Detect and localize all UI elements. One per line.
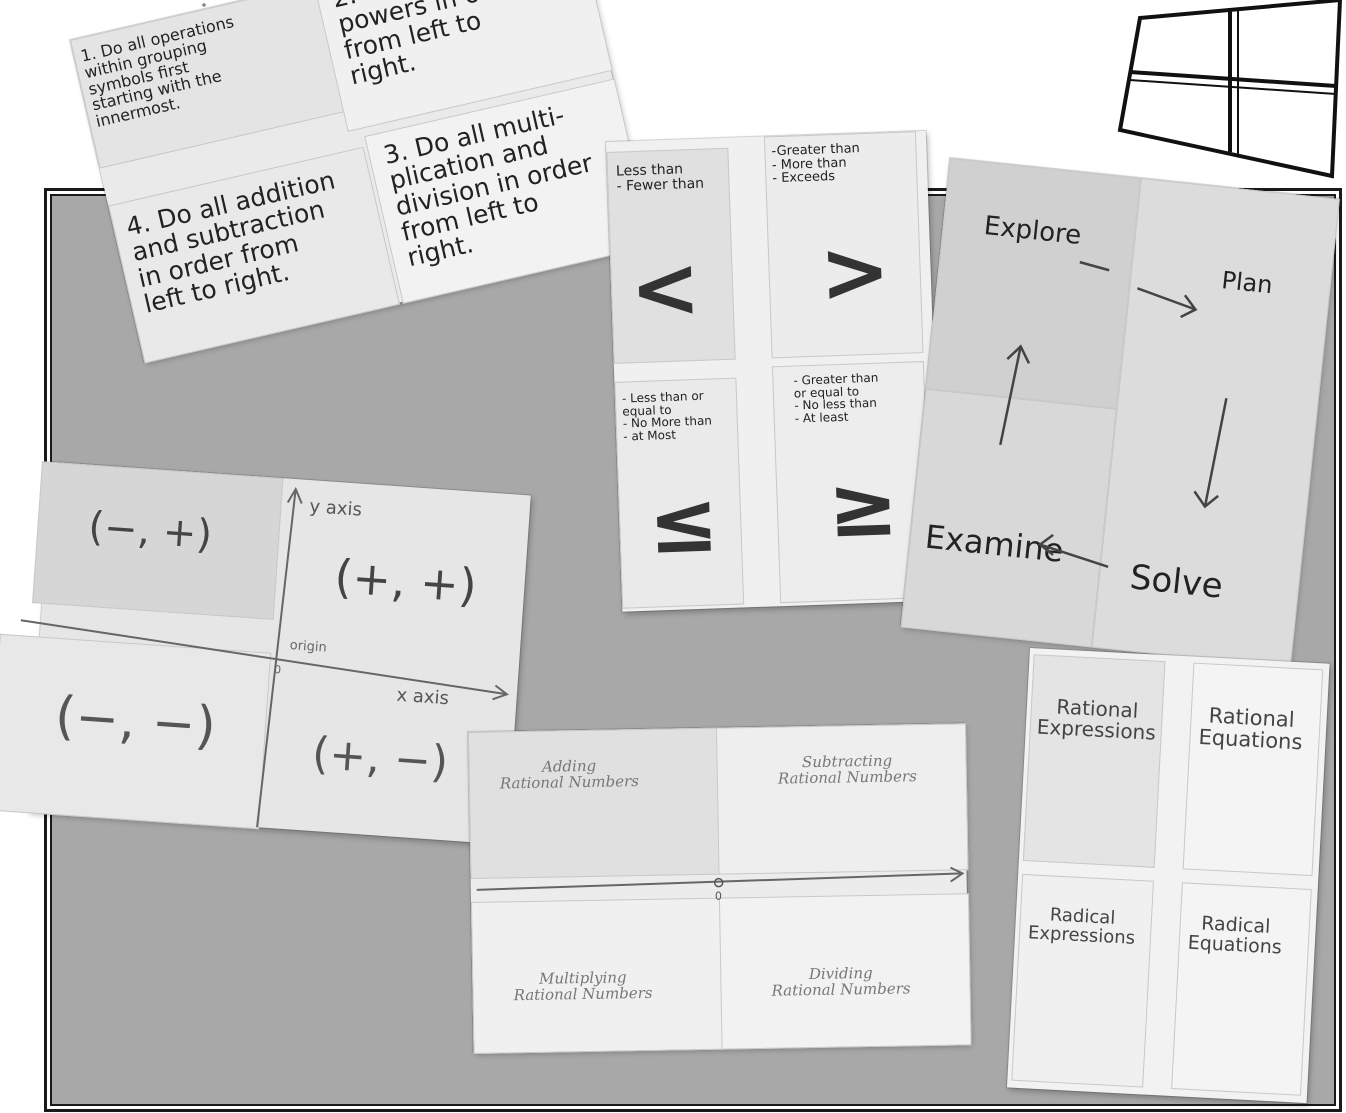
step1-text: 1. Do all operations within grouping sym…: [78, 11, 236, 132]
number-line-icon: [476, 866, 965, 891]
step4-text: 4. Do all addition and subtraction in or…: [123, 165, 338, 319]
foldable-diagram-icon: [1117, 0, 1343, 179]
problem-solving-foldable: Explore Examine Plan Solve: [900, 158, 1340, 669]
rational-equations-label: Rational Equations: [1197, 703, 1304, 755]
less-equal-symbol: ≤: [646, 472, 721, 573]
less-equal-flap: - Less than or equal to - No More than -…: [614, 377, 745, 609]
step2-text: 2. Evaluate all powers in order from lef…: [329, 0, 532, 91]
less-than-flap: Less than - Fewer than <: [606, 147, 736, 364]
rational-operations-foldable: Adding Rational Numbers Subtracting Rati…: [468, 723, 972, 1054]
greater-than-flap: -Greater than - More than - Exceeds >: [763, 131, 924, 359]
expressions-equations-foldable: Rational Expressions Rational Equations …: [1006, 648, 1330, 1104]
greater-than-symbol: >: [817, 221, 892, 322]
step3-text: 3. Do all multi- plication and division …: [380, 100, 596, 273]
less-than-words: Less than - Fewer than: [615, 161, 705, 195]
cycle-arrows-icon: [999, 260, 1228, 568]
greater-than-words: -Greater than - More than - Exceeds: [771, 141, 861, 187]
radical-equations-flap: Radical Equations: [1171, 882, 1312, 1096]
radical-expressions-flap: Radical Expressions: [1011, 873, 1154, 1088]
less-than-symbol: <: [628, 237, 703, 339]
step1-flap: 1. Do all operations within grouping sym…: [70, 0, 346, 169]
rational-equations-flap: Rational Equations: [1182, 662, 1324, 877]
rational-expressions-label: Rational Expressions: [1036, 694, 1157, 745]
less-equal-words: - Less than or equal to - No More than -…: [621, 388, 713, 444]
greater-equal-words: - Greater than or equal to - No less tha…: [793, 370, 879, 426]
rational-expressions-flap: Rational Expressions: [1022, 654, 1166, 868]
coordinate-plane-foldable: (−, +) (−, −) (+, +) (+, −) y axis origi…: [0, 461, 531, 845]
greater-equal-symbol: ≥: [826, 456, 900, 557]
radical-expressions-label: Radical Expressions: [1027, 904, 1136, 949]
axes-icon: [20, 486, 509, 828]
radical-equations-label: Radical Equations: [1187, 912, 1283, 959]
inequalities-foldable: Less than - Fewer than < -Greater than -…: [606, 130, 943, 612]
